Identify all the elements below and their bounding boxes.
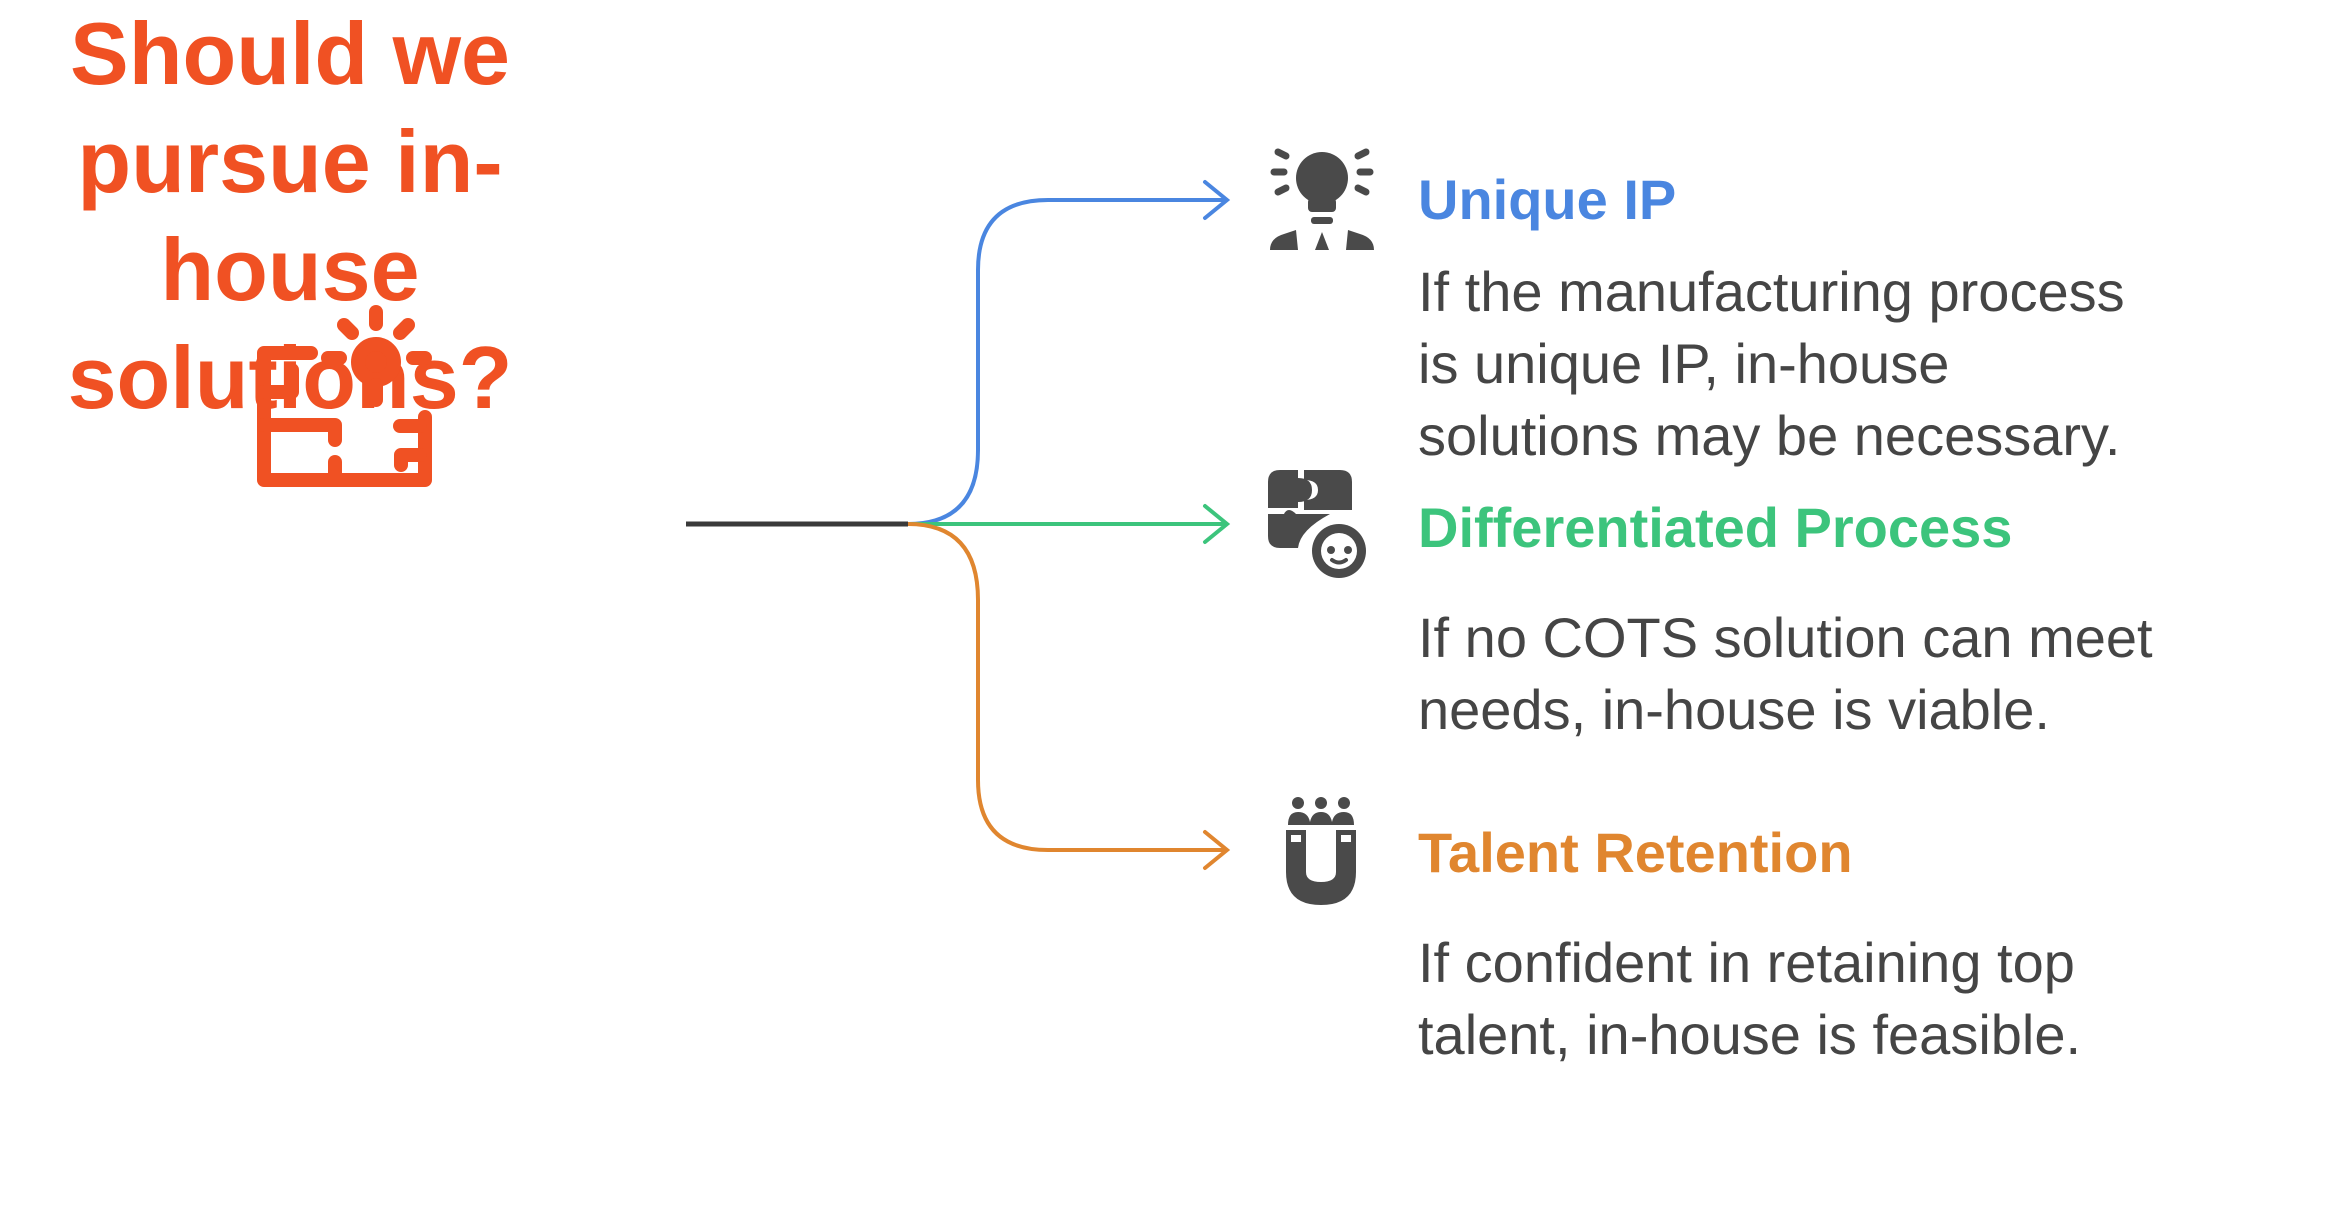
branch-body-talent-retention: If confident in retaining top talent, in… (1418, 931, 2082, 1066)
arrow-unique-ip (1203, 180, 1231, 220)
arrow-differentiated (1203, 504, 1231, 544)
branch-body-unique-ip: If the manufacturing process is unique I… (1418, 260, 2125, 467)
arrow-talent (1203, 830, 1231, 870)
branch-heading-differentiated-process: Differentiated Process (1418, 496, 2013, 559)
branch-body-differentiated-process: If no COTS solution can meet needs, in-h… (1418, 606, 2153, 741)
magnet-people-icon (1286, 797, 1356, 905)
puzzle-face-icon (1268, 470, 1366, 578)
branch-line-unique-ip (907, 198, 1225, 526)
branch-heading-unique-ip: Unique IP (1418, 168, 1677, 231)
branch-heading-talent-retention: Talent Retention (1418, 821, 1853, 884)
branch-line-talent (907, 522, 1225, 852)
maze-lightbulb-icon (257, 305, 432, 487)
person-lightbulb-icon (1270, 148, 1374, 250)
